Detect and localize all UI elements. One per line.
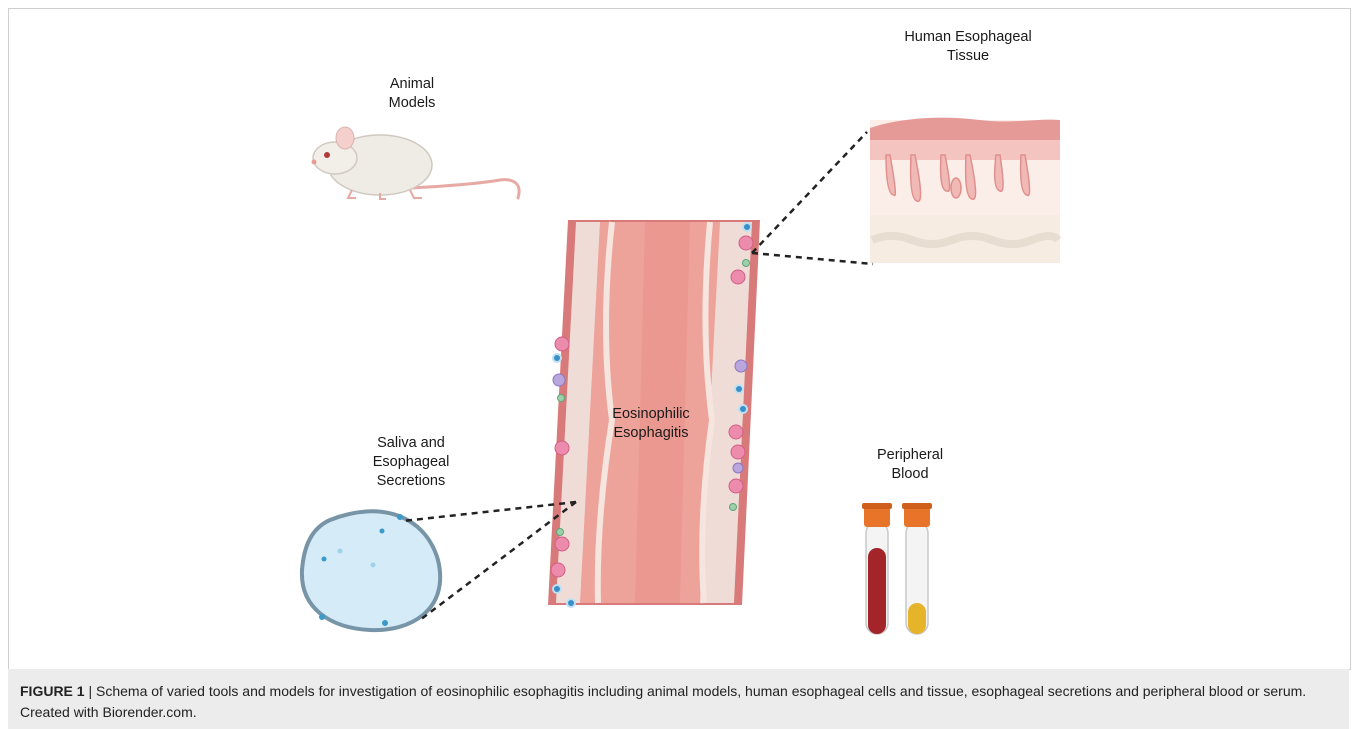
serum-tube bbox=[902, 503, 932, 634]
caption-separator: | bbox=[85, 683, 96, 699]
saliva-label: Saliva and Esophageal Secretions bbox=[346, 434, 476, 491]
tissue-section bbox=[870, 118, 1060, 263]
blood-tube bbox=[862, 503, 892, 634]
figure-caption: FIGURE 1 | Schema of varied tools and mo… bbox=[20, 681, 1330, 723]
saliva-droplet bbox=[302, 511, 440, 630]
human-tissue-label: Human Esophageal Tissue bbox=[868, 28, 1068, 66]
caption-text: Schema of varied tools and models for in… bbox=[20, 683, 1306, 720]
blood-label: Peripheral Blood bbox=[850, 446, 970, 484]
animal-models-label: Animal Models bbox=[362, 75, 462, 113]
eoe-label: Eosinophilic Esophagitis bbox=[586, 405, 716, 443]
figure-number: FIGURE 1 bbox=[20, 683, 85, 699]
mouse-illustration bbox=[312, 127, 520, 199]
